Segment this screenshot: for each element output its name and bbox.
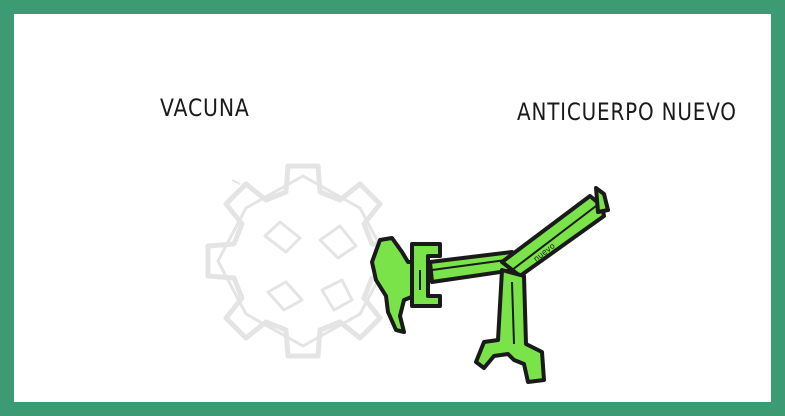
new-antibody-label: ANTICUERPO NUEVO xyxy=(517,98,737,126)
vaccine-label: VACUNA xyxy=(160,94,250,122)
virus-gear-icon xyxy=(205,163,401,359)
antibody-icon xyxy=(370,186,610,384)
